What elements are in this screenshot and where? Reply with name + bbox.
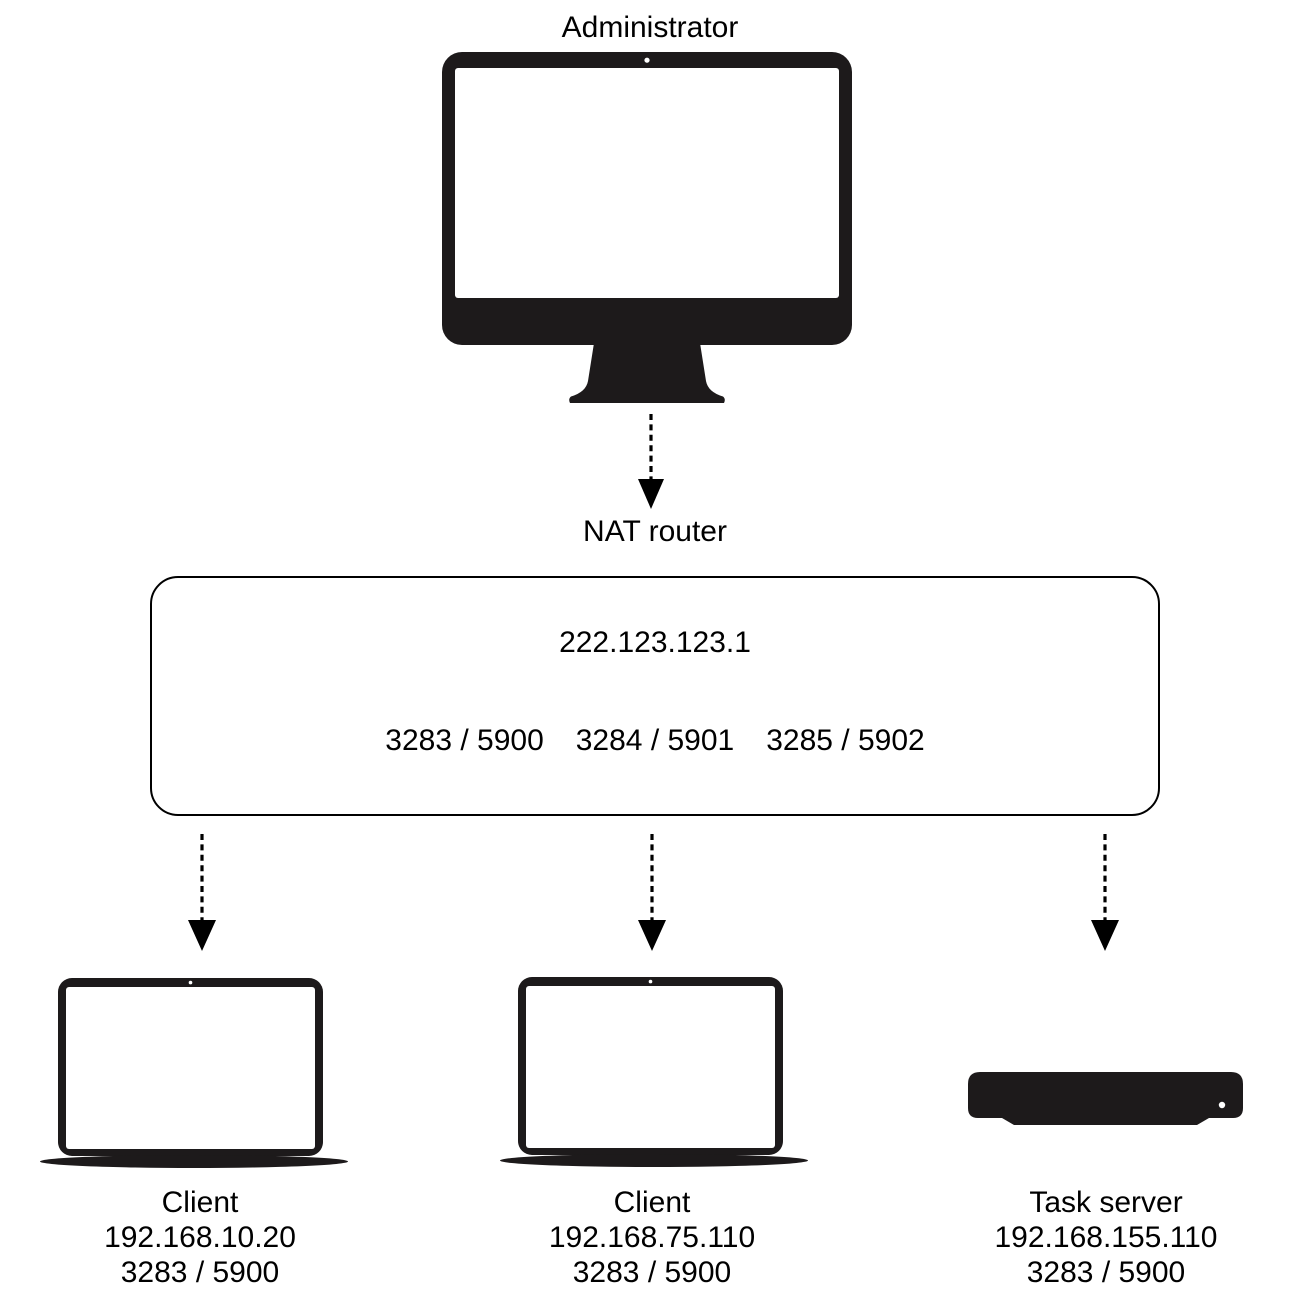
client1-ip: 192.168.10.20 bbox=[104, 1221, 296, 1254]
nat-router-box: 222.123.123.1 3283 / 5900 3284 / 5901 32… bbox=[150, 576, 1160, 816]
nat-port-mappings: 3283 / 5900 3284 / 5901 3285 / 5902 bbox=[152, 723, 1158, 758]
client2-label-block: Client 192.168.75.110 3283 / 5900 bbox=[502, 1185, 802, 1290]
desktop-computer-icon bbox=[442, 52, 852, 403]
laptop-icon bbox=[500, 977, 808, 1167]
client1-label-block: Client 192.168.10.20 3283 / 5900 bbox=[50, 1185, 350, 1290]
client2-ip: 192.168.75.110 bbox=[548, 1221, 756, 1254]
client1-ports: 3283 / 5900 bbox=[120, 1256, 280, 1289]
client2-ports: 3283 / 5900 bbox=[572, 1256, 732, 1289]
arrow-down-icon bbox=[638, 414, 664, 509]
client2-name: Client bbox=[613, 1186, 691, 1219]
laptop-icon bbox=[40, 978, 348, 1168]
arrow-down-icon bbox=[638, 834, 666, 951]
administrator-label: Administrator bbox=[561, 11, 739, 44]
arrow-down-icon bbox=[1091, 834, 1119, 951]
nat-router-label: NAT router bbox=[583, 515, 727, 548]
arrow-down-icon bbox=[188, 834, 216, 951]
nat-public-ip: 222.123.123.1 bbox=[559, 626, 751, 659]
client1-name: Client bbox=[161, 1186, 239, 1219]
port-mapping-3: 3285 / 5902 bbox=[766, 724, 925, 757]
task-server-ip: 192.168.155.110 bbox=[994, 1221, 1218, 1254]
server-box-icon bbox=[968, 1072, 1243, 1125]
task-server-name: Task server bbox=[1029, 1186, 1183, 1219]
task-server-label-block: Task server 192.168.155.110 3283 / 5900 bbox=[956, 1185, 1256, 1290]
task-server-ports: 3283 / 5900 bbox=[1026, 1256, 1186, 1289]
port-mapping-2: 3284 / 5901 bbox=[575, 724, 735, 757]
port-mapping-1: 3283 / 5900 bbox=[385, 724, 544, 757]
